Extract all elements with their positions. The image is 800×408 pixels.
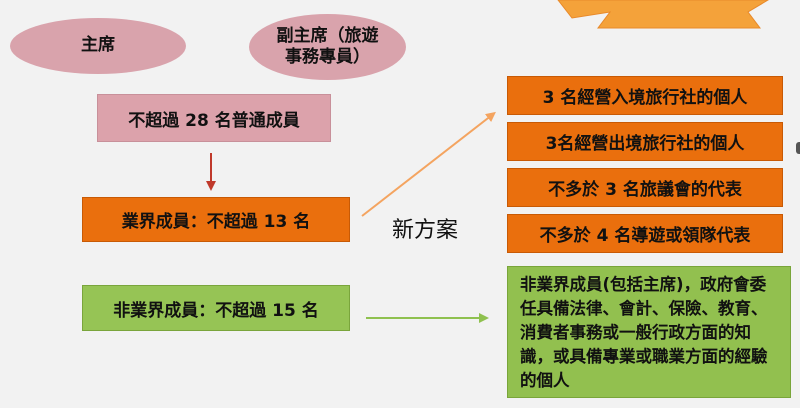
industry-breakdown-item: 不多於 3 名旅議會的代表	[507, 168, 783, 207]
ordinary-members-label: 不超過 28 名普通成員	[128, 110, 300, 131]
burst-star-icon	[557, 0, 769, 29]
industry-breakdown-label: 3名經營出境旅行社的個人	[545, 134, 745, 154]
chairman-ellipse: 主席	[10, 18, 186, 74]
industry-members-label: 業界成員：不超過 13 名	[121, 212, 311, 232]
industry-breakdown-item: 不多於 4 名導遊或領隊代表	[507, 214, 783, 253]
vice-chairman-ellipse: 副主席（旅遊事務專員）	[249, 14, 406, 80]
arrow-to-industry-breakdown	[361, 111, 496, 217]
ordinary-members-box: 不超過 28 名普通成員	[97, 94, 331, 142]
industry-breakdown-label: 不多於 4 名導遊或領隊代表	[539, 226, 751, 246]
industry-breakdown-label: 不多於 3 名旅議會的代表	[548, 180, 742, 200]
vice-chairman-label: 副主席（旅遊事務專員）	[276, 25, 379, 67]
non-industry-detail-text: 非業界成員(包括主席)，政府會委任具備法律、會計、保險、教育、消費者事務或一般行…	[520, 275, 768, 390]
non-industry-members-label: 非業界成員：不超過 15 名	[113, 300, 319, 321]
scrollbar-handle[interactable]	[796, 142, 800, 154]
industry-breakdown-label: 3 名經營入境旅行社的個人	[542, 88, 748, 108]
non-industry-members-box: 非業界成員：不超過 15 名	[82, 285, 350, 331]
industry-breakdown-item: 3名經營出境旅行社的個人	[507, 122, 783, 161]
new-plan-label: 新方案	[392, 218, 459, 243]
industry-breakdown-item: 3 名經營入境旅行社的個人	[507, 76, 783, 115]
non-industry-detail-box: 非業界成員(包括主席)，政府會委任具備法律、會計、保險、教育、消費者事務或一般行…	[507, 266, 791, 398]
chairman-label: 主席	[81, 35, 115, 56]
industry-members-box: 業界成員：不超過 13 名	[82, 197, 350, 242]
